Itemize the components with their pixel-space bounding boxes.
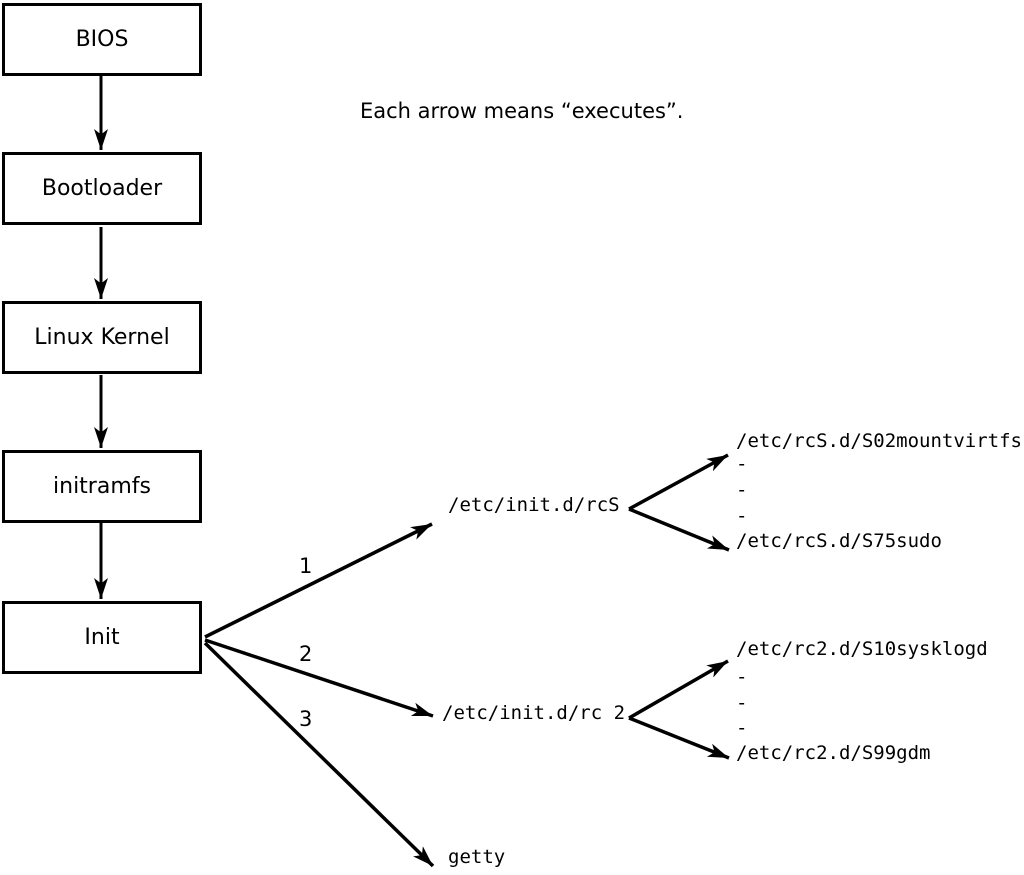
rc2-ellipsis-dash-3: - <box>736 717 748 739</box>
legend-note: Each arrow means “executes”. <box>360 99 684 123</box>
node-init: Init <box>2 601 202 674</box>
edge-label-2: 2 <box>299 642 313 666</box>
node-rc2-s10sysklogd: /etc/rc2.d/S10sysklogd <box>736 638 988 660</box>
rcS-ellipsis-dash-3: - <box>736 505 748 527</box>
arrow-rcS-to-s02 <box>628 453 729 511</box>
arrow-init-to-getty <box>203 641 435 868</box>
node-init-label: Init <box>84 624 120 650</box>
node-getty: getty <box>448 846 506 868</box>
node-bootloader-label: Bootloader <box>41 175 163 201</box>
edge-label-1: 1 <box>299 554 313 578</box>
node-etc-init-d-rcS: /etc/init.d/rcS <box>448 494 620 516</box>
rcS-ellipsis-dash-2: - <box>736 479 748 501</box>
node-initramfs-label: initramfs <box>53 473 151 499</box>
arrow-rc2-to-s99 <box>628 716 730 760</box>
node-rc2-s99gdm: /etc/rc2.d/S99gdm <box>736 742 931 764</box>
node-linux-kernel-label: Linux Kernel <box>34 324 170 350</box>
arrow-rcS-to-s75 <box>628 507 730 552</box>
arrow-init-to-rc2 <box>204 638 434 718</box>
node-etc-init-d-rc2: /etc/init.d/rc 2 <box>442 702 626 724</box>
node-bios-label: BIOS <box>75 26 129 52</box>
arrow-rc2-to-s10 <box>628 659 729 720</box>
node-rcS-s75sudo: /etc/rcS.d/S75sudo <box>736 530 942 552</box>
node-initramfs: initramfs <box>2 450 202 523</box>
node-bios: BIOS <box>2 3 202 76</box>
rc2-ellipsis-dash-1: - <box>736 666 748 688</box>
node-rcS-s02mountvirtfs: /etc/rcS.d/S02mountvirtfs <box>736 430 1022 452</box>
arrow-init-to-rcS <box>204 522 433 639</box>
edge-label-3: 3 <box>299 707 313 731</box>
node-linux-kernel: Linux Kernel <box>2 301 202 374</box>
rcS-ellipsis-dash-1: - <box>736 453 748 475</box>
node-bootloader: Bootloader <box>2 152 202 225</box>
rc2-ellipsis-dash-2: - <box>736 692 748 714</box>
